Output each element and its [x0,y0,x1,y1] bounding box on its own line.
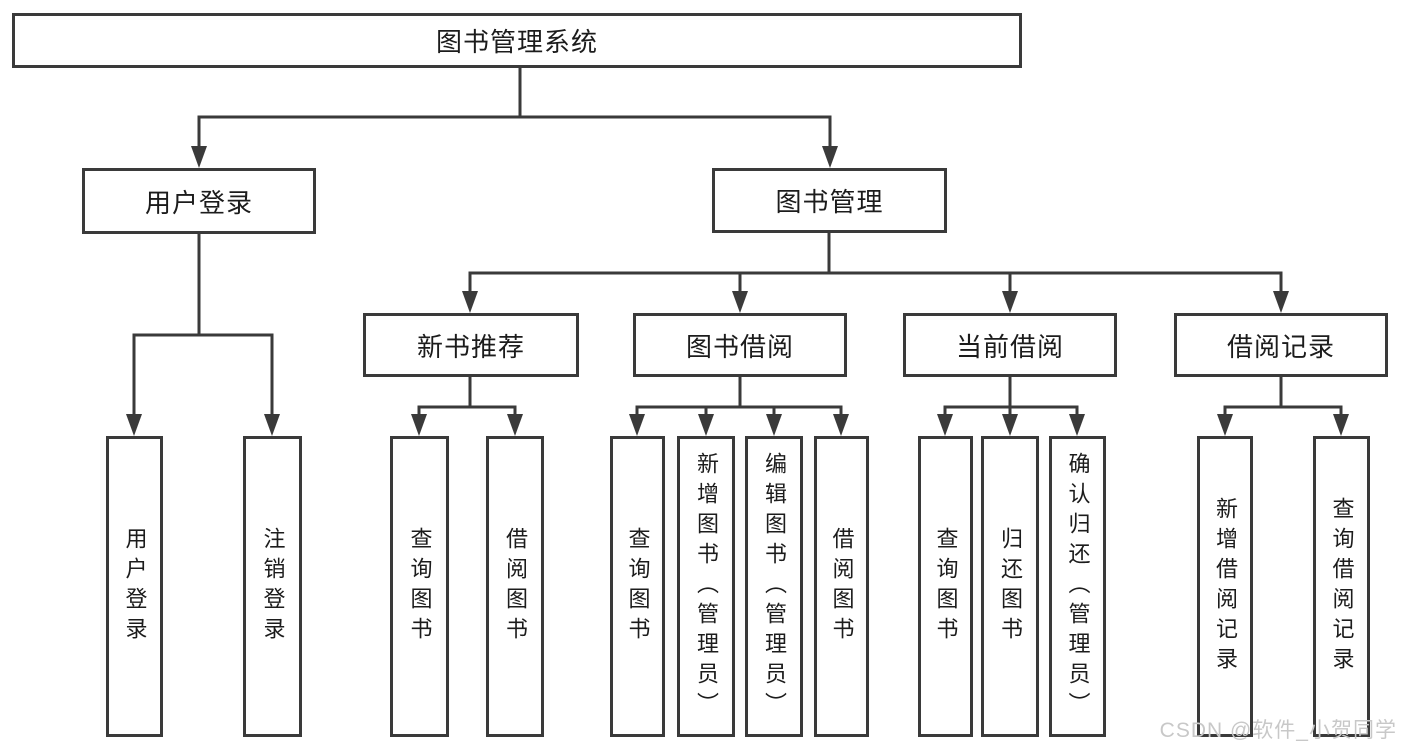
node-current-borrowing: 当前借阅 [903,313,1117,377]
leaf-borrowing-edit-books-admin: 编辑图书（管理员） [745,436,803,737]
node-borrowing-records: 借阅记录 [1174,313,1388,377]
connector-current-borrowing-branch [937,377,1085,436]
node-root: 图书管理系统 [12,13,1022,68]
leaf-current-query-books: 查询图书 [918,436,973,737]
leaf-records-add-record: 新增借阅记录 [1197,436,1253,737]
node-new-book-recommend: 新书推荐 [363,313,579,377]
leaf-borrowing-borrow-books: 借阅图书 [814,436,869,737]
leaf-user-login: 用户登录 [106,436,163,737]
leaf-newbooks-query-books: 查询图书 [390,436,449,737]
csdn-watermark: CSDN @软件_小贺同学 [1159,719,1397,742]
node-book-borrowing: 图书借阅 [633,313,847,377]
leaf-borrowing-add-books-admin: 新增图书（管理员） [677,436,735,737]
leaf-records-query-record: 查询借阅记录 [1313,436,1370,737]
connector-user-login-branch [126,234,280,436]
leaf-logout: 注销登录 [243,436,302,737]
connector-borrowing-records-branch [1217,377,1349,436]
connector-book-borrowing-branch [629,377,849,436]
leaf-current-return-books: 归还图书 [981,436,1039,737]
node-user-login: 用户登录 [82,168,316,234]
leaf-newbooks-borrow-books: 借阅图书 [486,436,544,737]
leaf-borrowing-query-books: 查询图书 [610,436,665,737]
connector-root-to-level2 [191,68,838,168]
connector-new-book-recommend-branch [411,377,523,436]
node-book-management: 图书管理 [712,168,947,233]
leaf-current-confirm-return-admin: 确认归还（管理员） [1049,436,1106,737]
connector-book-management-branch [462,233,1289,313]
